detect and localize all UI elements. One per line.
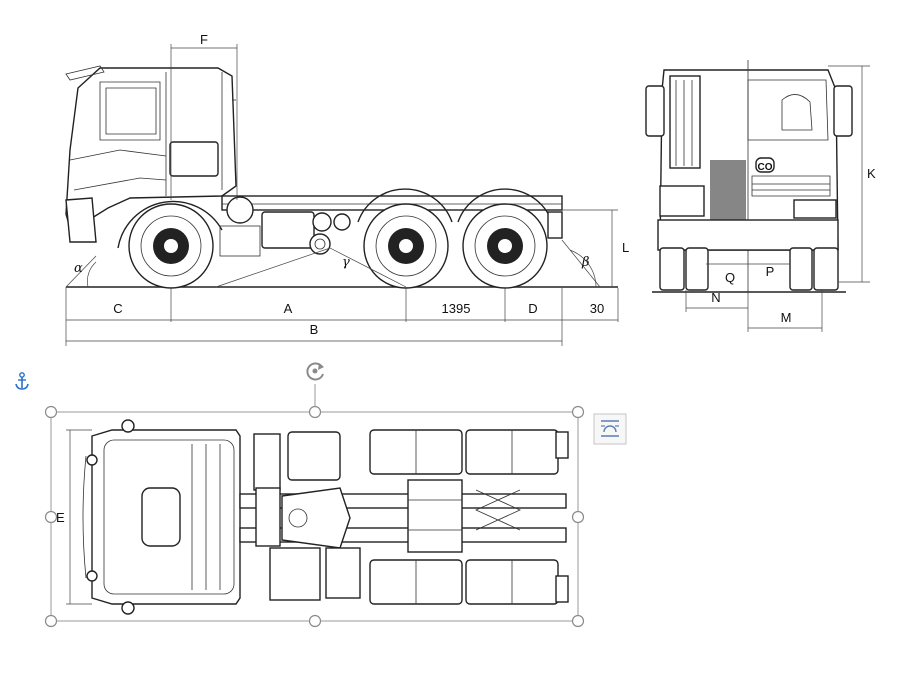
rear-wheel-2 bbox=[462, 203, 548, 289]
side-view: F C A 1395 D 30 B L α β γ bbox=[65, 32, 629, 346]
dim-label-b: B bbox=[310, 322, 319, 337]
resize-handle-top-middle[interactable] bbox=[308, 405, 322, 419]
resize-handle-bottom-left[interactable] bbox=[44, 614, 58, 628]
angle-label-beta: β bbox=[581, 255, 590, 270]
dim-label-c: C bbox=[113, 301, 122, 316]
angle-label-alpha: α bbox=[74, 261, 83, 276]
dim-label-k: K bbox=[867, 166, 876, 181]
dim-label-n: N bbox=[711, 290, 720, 305]
dim-label-a: A bbox=[284, 301, 293, 316]
resize-handle-middle-right[interactable] bbox=[571, 510, 585, 524]
dim-label-d: D bbox=[528, 301, 537, 316]
rotate-handle-icon[interactable] bbox=[306, 362, 324, 381]
layout-options-button[interactable] bbox=[593, 413, 627, 445]
dim-value-wheelbase: 1395 bbox=[442, 301, 471, 316]
front-wheel bbox=[128, 203, 214, 289]
resize-handle-top-left[interactable] bbox=[44, 405, 58, 419]
rear-wheel-1 bbox=[363, 203, 449, 289]
dim-label-f: F bbox=[200, 32, 208, 47]
front-view: CO K N M Q P bbox=[645, 60, 876, 332]
layout-options-icon bbox=[601, 420, 619, 437]
resize-handle-middle-left[interactable] bbox=[44, 510, 58, 524]
dim-label-l: L bbox=[622, 240, 629, 255]
anchor-icon[interactable] bbox=[15, 372, 29, 390]
dim-value-overhang: 30 bbox=[590, 301, 604, 316]
dim-label-p: P bbox=[766, 264, 775, 279]
resize-handle-bottom-middle[interactable] bbox=[308, 614, 322, 628]
brand-logo: CO bbox=[758, 162, 773, 173]
dim-label-q: Q bbox=[725, 270, 735, 285]
dim-label-e: E bbox=[56, 510, 65, 525]
resize-handle-top-right[interactable] bbox=[571, 405, 585, 419]
dim-label-m: M bbox=[781, 310, 792, 325]
top-view[interactable]: E bbox=[44, 384, 585, 628]
angle-label-gamma: γ bbox=[342, 255, 350, 270]
resize-handle-bottom-right[interactable] bbox=[571, 614, 585, 628]
